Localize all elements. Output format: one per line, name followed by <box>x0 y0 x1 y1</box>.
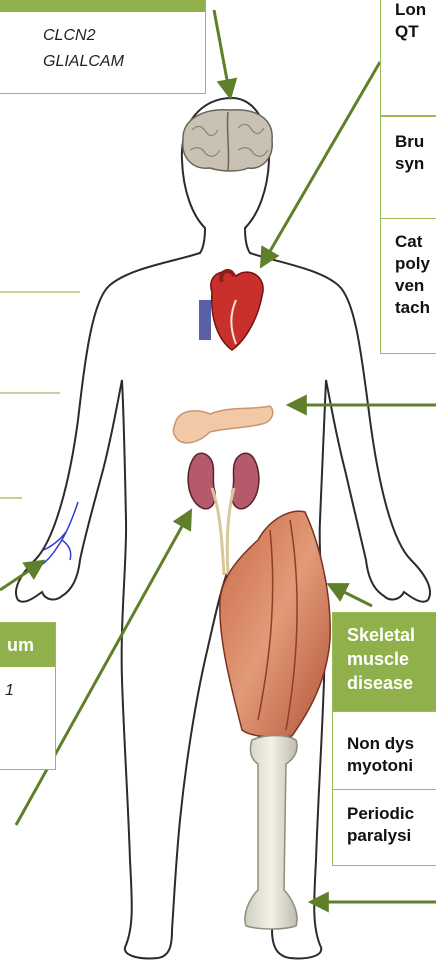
brain-illustration <box>183 110 272 171</box>
skeletal-muscle-header-line-3: disease <box>347 671 436 695</box>
muscle-item-1-line-1: Non dys <box>347 733 414 755</box>
left-gene-fragment: 1 <box>5 679 14 703</box>
heart-item-1-line-2: QT <box>395 21 419 43</box>
left-disease-box: um 1 <box>0 622 56 770</box>
brain-gene-box: CLCN2 GLIALCAM <box>0 0 206 94</box>
muscle-item-2-line-1: Periodic <box>347 803 414 825</box>
heart-item-2-line-1: Bru <box>395 131 424 153</box>
muscle-item-2-line-2: paralysi <box>347 825 411 847</box>
skeletal-muscle-box: Skeletal muscle disease Non dys myotoni … <box>332 612 436 866</box>
heart-disease-box-2: Bru syn <box>380 116 436 220</box>
thigh-muscle-illustration <box>220 511 330 737</box>
heart-illustration <box>199 271 263 350</box>
heart-item-3-line-3: ven <box>395 275 424 297</box>
heart-disease-box-1: Lon QT <box>380 0 436 116</box>
arrow-to-heart <box>262 62 380 265</box>
heart-item-1-line-1: Lon <box>395 0 426 21</box>
arrow-to-brain <box>214 10 230 96</box>
skeletal-muscle-header-line-2: muscle <box>347 647 436 671</box>
heart-item-3-line-4: tach <box>395 297 430 319</box>
arrow-to-muscle <box>330 585 372 606</box>
pancreas-illustration <box>173 406 272 443</box>
arrow-to-hand <box>0 562 42 590</box>
skeletal-muscle-header: Skeletal muscle disease <box>333 613 436 711</box>
muscle-item-1-line-2: myotoni <box>347 755 413 777</box>
left-disease-header: um <box>0 623 55 667</box>
femur-bone-illustration <box>245 736 297 930</box>
heart-item-3-line-2: poly <box>395 253 430 275</box>
skeletal-muscle-header-line-1: Skeletal <box>347 623 436 647</box>
gene-glialcam: GLIALCAM <box>43 50 124 74</box>
heart-disease-box-3: Cat poly ven tach <box>380 218 436 354</box>
gene-clcn2: CLCN2 <box>43 24 95 48</box>
heart-item-3-line-1: Cat <box>395 231 422 253</box>
heart-item-2-line-2: syn <box>395 153 424 175</box>
